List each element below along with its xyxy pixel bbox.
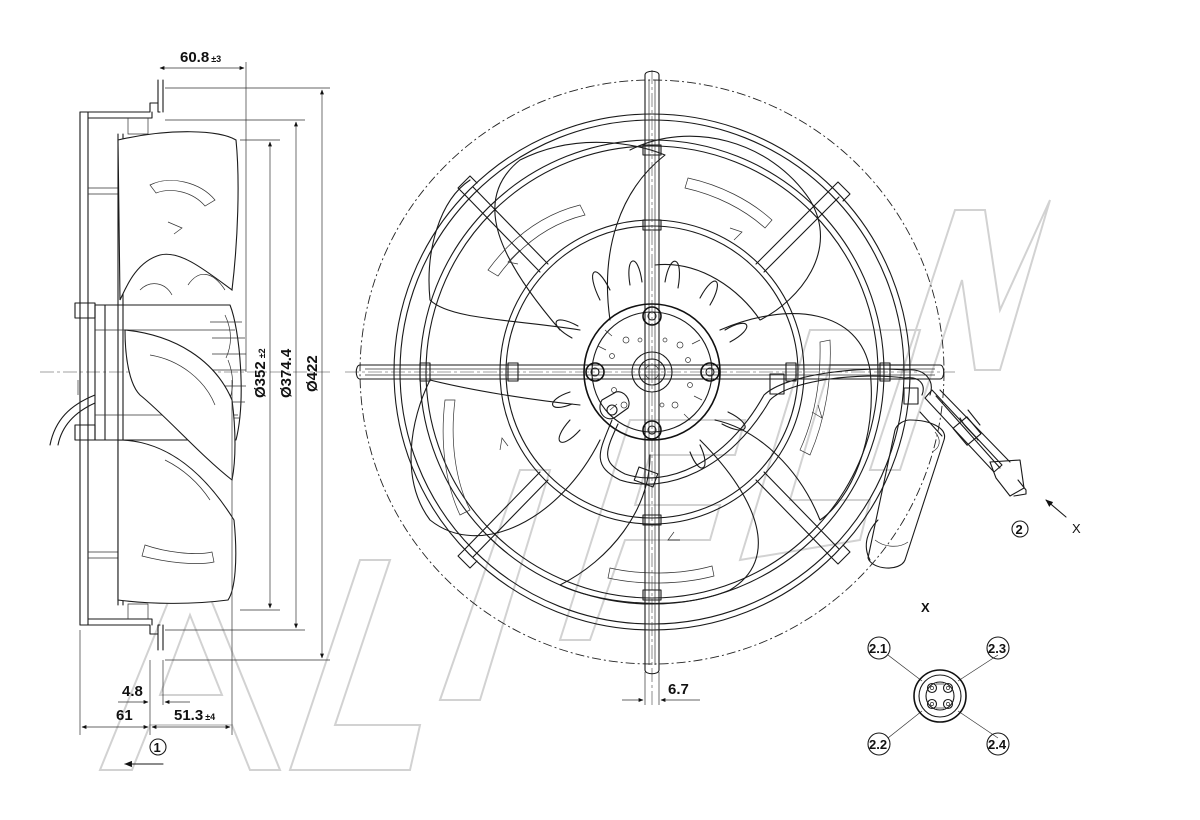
pin-label-circle-2-4	[986, 732, 1010, 756]
dim-top-width: 60.8±3	[180, 49, 221, 66]
pin-label-2-1: 2.1	[869, 641, 887, 656]
connector-title: X	[921, 600, 930, 615]
view-direction-arrow-icon	[1045, 499, 1067, 518]
mounting-bolts	[585, 306, 720, 440]
connector-pins	[926, 682, 954, 710]
external-cable-connector	[865, 369, 1027, 569]
fan-blades	[410, 135, 872, 604]
guard-crossbars	[355, 70, 945, 675]
pin-label-circle-2-1	[867, 636, 891, 660]
dim-51-3: 51.3±4	[174, 707, 215, 724]
side-view: Ø352±2 Ø374.4 Ø422 60.8±3 4.8 61 51.3±4 …	[40, 49, 330, 768]
capacitor	[867, 419, 946, 569]
side-dimension-lines	[165, 87, 330, 661]
front-view: 6.7 2 X	[345, 70, 1081, 705]
watermark	[98, 199, 1051, 771]
blade-slots	[442, 177, 831, 584]
connector-face	[913, 669, 967, 723]
pin-label-2-2: 2.2	[869, 737, 887, 752]
dim-6-7: 6.7	[668, 681, 689, 698]
dim-61: 61	[116, 707, 133, 724]
hub-fins	[552, 260, 748, 469]
dim-dia-422: Ø422	[304, 355, 321, 392]
dim-dia-352: Ø352±2	[252, 348, 269, 398]
pin-label-2-3: 2.3	[988, 641, 1006, 656]
pin-label-circle-2-2	[867, 732, 891, 756]
callout-circle-1	[149, 738, 167, 756]
pin-label-circle-2-3	[986, 636, 1010, 660]
view-letter-x: X	[1072, 521, 1081, 536]
guard-spokes	[457, 175, 851, 569]
callout-circle-2	[1011, 520, 1029, 538]
connector-detail: X 2.1 2.3 2.2 2.4	[867, 600, 1010, 756]
callout-2-label: 2	[1016, 522, 1023, 537]
dim-dia-374: Ø374.4	[278, 348, 295, 398]
motor-hub	[583, 303, 721, 441]
pin-label-2-4: 2.4	[988, 737, 1007, 752]
dim-4-8: 4.8	[122, 683, 143, 700]
callout-1-label: 1	[154, 740, 161, 755]
